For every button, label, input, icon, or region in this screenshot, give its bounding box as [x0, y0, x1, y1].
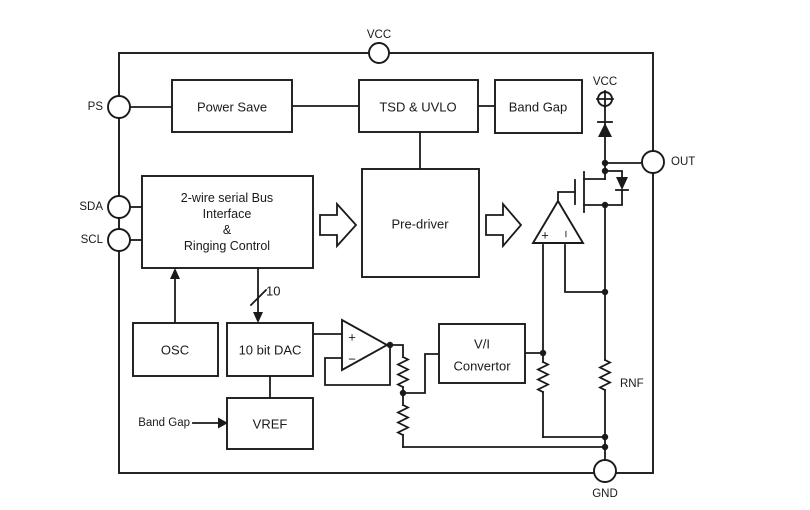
rnf-label: RNF [620, 378, 644, 390]
junction-dot [539, 349, 547, 357]
error-amp-triangle [341, 318, 389, 372]
signal-arrow-predriver-to-amp-icon [485, 201, 523, 249]
pre-driver-label: Pre-driver [391, 217, 449, 232]
output-amp-plus: + [541, 228, 549, 243]
serial-bus-label-line1: 2-wire serial Bus [181, 191, 273, 205]
tsd-uvlo-box [358, 79, 479, 133]
wire-amp-minus-feedback [564, 244, 606, 293]
vref-box [226, 397, 314, 450]
pin-out [641, 150, 665, 174]
mosfet-gate-lead [557, 191, 576, 202]
pin-gnd [593, 459, 617, 483]
wire-body-diode-bottom [604, 189, 623, 206]
arrowhead-right-icon [218, 417, 228, 429]
pin-scl-label: SCL [81, 234, 104, 246]
body-diode-icon [616, 177, 628, 190]
tsd-uvlo-label: TSD & UVLO [379, 100, 456, 115]
wire-body-diode-top [604, 170, 623, 178]
arrowhead-down-icon [253, 312, 263, 323]
vcc-internal-label: VCC [593, 76, 617, 88]
error-amp-plus: + [348, 330, 356, 345]
junction-dot [601, 288, 609, 296]
power-save-label: Power Save [197, 100, 267, 115]
serial-bus-label-line4: Ringing Control [184, 239, 270, 253]
junction-dot [601, 443, 609, 451]
band-gap-ref-label: Band Gap [138, 417, 190, 429]
serial-bus-box [141, 175, 314, 269]
band-gap-box [494, 79, 583, 134]
junction-dot [386, 341, 394, 349]
serial-bus-label-line2: Interface [203, 207, 252, 221]
power-save-box [171, 79, 293, 133]
serial-bus-label-line3: & [223, 223, 232, 237]
pin-scl [107, 228, 131, 252]
resistor-bottom-icon [395, 403, 411, 437]
resistor-rnf-icon [597, 358, 613, 392]
junction-dot [399, 389, 407, 397]
pin-gnd-label: GND [592, 488, 618, 500]
wire-erroramp-feedback [324, 344, 391, 386]
junction-dot [601, 167, 609, 175]
junction-dot [601, 159, 609, 167]
dac-label: 10 bit DAC [239, 343, 302, 358]
pin-ps [107, 95, 131, 119]
bus-width-slash-icon [249, 288, 268, 307]
pin-out-label: OUT [671, 156, 695, 168]
vi-convertor-label-line1: V/I [474, 337, 490, 352]
pre-driver-box [361, 168, 480, 278]
resistor-top-icon [395, 355, 411, 389]
output-amp-minus: − [559, 230, 574, 238]
vi-convertor-box [438, 323, 526, 384]
pin-ps-label: PS [88, 101, 104, 113]
arrowhead-up-icon [170, 268, 180, 279]
wire-tap-to-vi [402, 353, 440, 394]
pin-sda [107, 195, 131, 219]
output-amp-triangle [531, 199, 585, 244]
junction-dot [601, 433, 609, 441]
pin-vcc-top [368, 42, 390, 64]
pin-sda-label: SDA [79, 201, 103, 213]
band-gap-label: Band Gap [509, 100, 568, 115]
junction-dot [601, 201, 609, 209]
error-amp-minus: − [348, 352, 356, 367]
osc-box [132, 322, 219, 377]
osc-label: OSC [161, 343, 189, 358]
vi-convertor-label-line2: Convertor [453, 359, 511, 374]
clamp-diode-icon [598, 123, 612, 137]
signal-arrow-bus-to-predriver-icon [319, 201, 358, 249]
dac-box [226, 322, 314, 377]
vref-label: VREF [253, 417, 288, 432]
pin-vcc-top-label: VCC [367, 29, 391, 41]
resistor-vi-icon [535, 360, 551, 394]
bus-width-label: 10 [266, 284, 280, 299]
